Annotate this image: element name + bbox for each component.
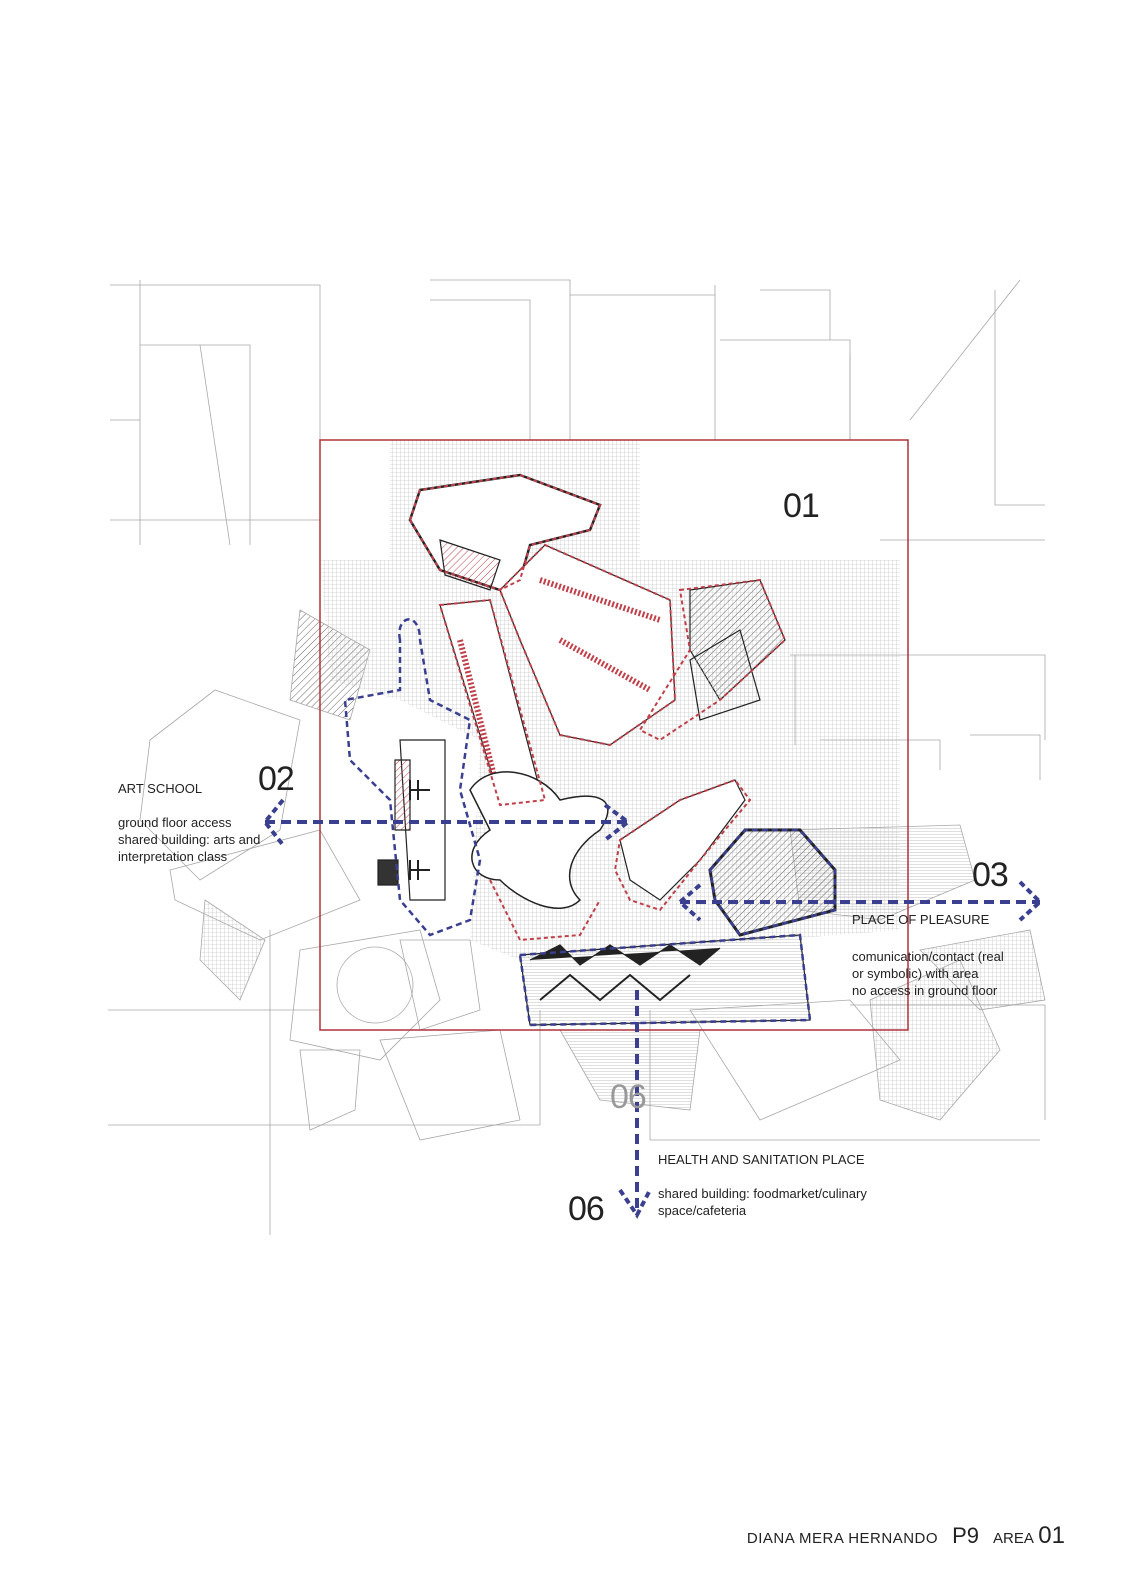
area-label: AREA bbox=[992, 1530, 1034, 1547]
zone-boundaries-red bbox=[408, 473, 787, 942]
area-01-boundary bbox=[319, 439, 909, 1031]
zone-boundaries-blue bbox=[343, 618, 837, 1027]
area-number: 01 bbox=[1038, 1522, 1065, 1549]
zone-03-line-2: or symbolic) with area bbox=[852, 966, 979, 981]
author-name: DIANA MERA HERNANDO bbox=[746, 1530, 939, 1547]
route-arrows bbox=[262, 798, 1043, 1219]
zone-02-line-1: ground floor access bbox=[118, 815, 232, 830]
zone-06-title: HEALTH AND SANITATION PLACE bbox=[658, 1152, 865, 1167]
zone-02-line-2: shared building: arts and bbox=[118, 832, 261, 847]
zone-03-line-1: comunication/contact (real bbox=[852, 949, 1004, 964]
page-footer: DIANA MERA HERNANDO P9 AREA 01 bbox=[747, 1522, 1065, 1550]
zone-06-number: 06 bbox=[568, 1190, 605, 1228]
zone-01-number: 01 bbox=[783, 487, 820, 525]
zone-02-line-3: interpretation class bbox=[118, 849, 228, 864]
zone-03-title: PLACE OF PLEASURE bbox=[852, 912, 990, 927]
page-number: P9 bbox=[952, 1523, 979, 1548]
zone-02-title: ART SCHOOL bbox=[118, 781, 203, 796]
zone-03-line-3: no access in ground floor bbox=[852, 983, 998, 998]
zone-03-number: 03 bbox=[972, 856, 1009, 894]
zone-06-line-2: space/cafeteria bbox=[658, 1203, 747, 1218]
zone-06-line-1: shared building: foodmarket/culinary bbox=[658, 1186, 867, 1201]
zone-06-ghost-number: 06 bbox=[610, 1078, 647, 1116]
area-indicator: AREA 01 bbox=[993, 1522, 1065, 1550]
zone-02-number: 02 bbox=[258, 760, 295, 798]
